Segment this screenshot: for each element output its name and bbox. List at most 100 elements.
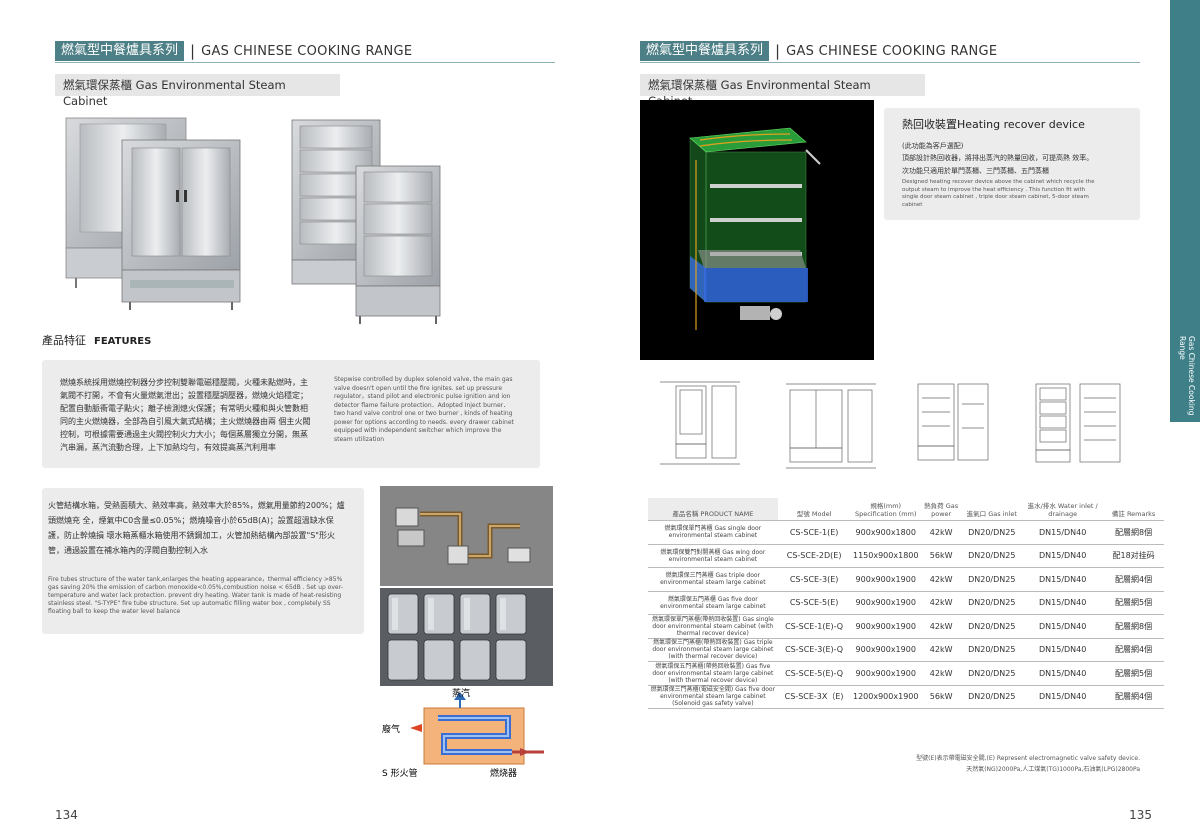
cell-spec: 1150x900x1800 bbox=[850, 543, 921, 568]
features-text-zh: 燃燒系統採用燃燒控制器分步控制雙聯電磁穩壓閥，火種未點燃時，主氣閥不打開，不會有… bbox=[60, 378, 311, 452]
cell-spec: 900x900x1900 bbox=[850, 661, 921, 685]
header-product-name: 產品名稱 PRODUCT NAME bbox=[648, 498, 778, 521]
series-separator: | bbox=[775, 42, 781, 60]
burner-assembly-photo bbox=[380, 486, 553, 586]
spec-table: 產品名稱 PRODUCT NAME 型號 Model 規格(mm) Specif… bbox=[648, 498, 1164, 709]
cell-product-name: 燃氣環保單門蒸櫃 Gas single door environmental s… bbox=[648, 520, 778, 544]
diagram-label-burner: 燃烧器 bbox=[490, 769, 518, 779]
table-row: 燃氣環保三門蒸櫃 Gas triple door environmental s… bbox=[648, 567, 1164, 591]
series-title-zh: 燃氣型中餐爐具系列 bbox=[640, 41, 770, 61]
series-separator: | bbox=[190, 42, 196, 60]
table-row: 燃氣環保五門蒸櫃(帶熱回收裝置) Gas five door environme… bbox=[648, 661, 1164, 685]
cell-spec: 900x900x1900 bbox=[850, 590, 921, 615]
table-row: 燃氣環保單門蒸櫃(帶熱回收裝置) Gas single door environ… bbox=[648, 614, 1164, 638]
left-page: 燃氣型中餐爐具系列 | GAS CHINESE COOKING RANGE 燃氣… bbox=[42, 40, 555, 822]
features-heading-zh: 產品特征 bbox=[42, 334, 86, 347]
cell-product-name: 燃氣環保三門蒸櫃 Gas triple door environmental s… bbox=[648, 567, 778, 591]
cell-product-name: 燃氣環保單門蒸櫃(帶熱回收裝置) Gas single door environ… bbox=[648, 614, 778, 638]
table-row: 燃氣環保五門蒸櫃 Gas five door environmental ste… bbox=[648, 590, 1164, 615]
cell-remark: 配18对挂码 bbox=[1103, 543, 1164, 568]
diagram-label-s-tube: S 形火管 bbox=[382, 769, 418, 779]
fire-tube-panel: 火管結構水箱，受熱面積大、熱效率高，熱效率大於85%，燃氣用量節約200%；爐頭… bbox=[42, 488, 364, 634]
cell-power: 42kW bbox=[920, 590, 962, 615]
cell-model: CS-SCE-5(E)-Q bbox=[777, 661, 851, 685]
cell-power: 56kW bbox=[920, 684, 962, 709]
cell-remark: 配層網4個 bbox=[1103, 567, 1164, 591]
features-panel: 燃燒系統採用燃燒控制器分步控制雙聯電磁穩壓閥，火種未點燃時，主氣閥不打開，不會有… bbox=[42, 360, 540, 468]
cell-product-name: 燃氣環保雙門對開蒸櫃 Gas wing door environmental s… bbox=[648, 543, 778, 568]
gas-pressure-note: 天然氣(NG)2000Pa,人工煤氣(TG)1000Pa,石油氣(LPG)280… bbox=[966, 766, 1140, 773]
diagram-label-exhaust: 廢气 bbox=[382, 725, 401, 735]
heat-recovery-desc-zh: 頂部設計熱回收器，將排出蒸汽的熱量回收，可提高熱 效率。 bbox=[902, 154, 1094, 162]
cell-water: DN15/DN40 bbox=[1022, 590, 1104, 615]
heat-recovery-scope-zh: 次功能只適用於單門蒸櫃、三門蒸櫃、五門蒸櫃 bbox=[902, 167, 1049, 175]
table-row: 燃氣環保單門蒸櫃 Gas single door environmental s… bbox=[648, 520, 1164, 544]
cell-power: 42kW bbox=[920, 661, 962, 685]
heat-recovery-title: 熱回收裝置Heating recover device bbox=[902, 118, 1085, 131]
steam-cabinets-photo bbox=[65, 117, 441, 324]
cell-product-name: 燃氣環保五門蒸櫃 Gas five door environmental ste… bbox=[648, 590, 778, 615]
cell-inlet: DN20/DN25 bbox=[961, 520, 1023, 544]
header-water: 進水/排水 Water inlet / drainage bbox=[1027, 502, 1098, 518]
cell-spec: 900x900x1900 bbox=[850, 614, 921, 638]
header-specification: 規格(mm) Specification (mm) bbox=[854, 502, 917, 518]
heat-recovery-panel: 熱回收裝置Heating recover device (此功能為客戶選配) 頂… bbox=[884, 108, 1140, 220]
cell-spec: 1200x900x1900 bbox=[850, 684, 921, 709]
cell-inlet: DN20/DN25 bbox=[961, 661, 1023, 685]
fire-tubes-photo bbox=[380, 588, 553, 686]
cell-remark: 配層網5個 bbox=[1103, 661, 1164, 685]
cell-product-name: 燃氣環保五門蒸櫃(帶熱回收裝置) Gas five door environme… bbox=[648, 661, 778, 685]
page-number-right: 135 bbox=[1129, 808, 1152, 822]
series-divider bbox=[640, 62, 1140, 63]
table-row: 燃氣環保三門蒸櫃(帶熱回收裝置) Gas triple door environ… bbox=[648, 637, 1164, 662]
cell-water: DN15/DN40 bbox=[1022, 567, 1104, 591]
cell-inlet: DN20/DN25 bbox=[961, 684, 1023, 709]
cell-power: 42kW bbox=[920, 567, 962, 591]
cell-water: DN15/DN40 bbox=[1022, 520, 1104, 544]
heat-recovery-render bbox=[640, 100, 874, 360]
header-gas-inlet: 進氣口 Gas inlet bbox=[966, 510, 1017, 518]
cell-product-name: 燃氣環保三門蒸櫃(電磁安全閥) Gas five door environmen… bbox=[648, 684, 778, 709]
features-heading-en: FEATURES bbox=[94, 336, 152, 347]
cell-spec: 900x900x1900 bbox=[850, 567, 921, 591]
cell-spec: 900x900x1800 bbox=[850, 520, 921, 544]
cell-remark: 配層網5個 bbox=[1103, 590, 1164, 615]
cell-model: CS-SCE-2D(E) bbox=[777, 543, 851, 568]
series-title-zh: 燃氣型中餐爐具系列 bbox=[55, 41, 185, 61]
page-number-left: 134 bbox=[55, 808, 78, 822]
product-subtitle: 燃氣環保蒸櫃 Gas Environmental Steam Cabinet bbox=[640, 74, 925, 108]
table-row: 燃氣環保雙門對開蒸櫃 Gas wing door environmental s… bbox=[648, 543, 1164, 568]
model-note: 型號(E)表示帶電磁安全閥,(E) Represent electromagne… bbox=[916, 755, 1140, 762]
heat-recovery-desc-en: Designed heating recover device above th… bbox=[902, 179, 1095, 208]
cell-inlet: DN20/DN25 bbox=[961, 567, 1023, 591]
cell-water: DN15/DN40 bbox=[1022, 684, 1104, 709]
side-tab-label: Gas Chinese Cooking Range bbox=[1178, 336, 1196, 416]
heat-recovery-note: (此功能為客戶選配) bbox=[902, 142, 964, 150]
series-divider bbox=[55, 62, 555, 63]
cell-remark: 配層網4個 bbox=[1103, 684, 1164, 709]
header-remarks: 備註 Remarks bbox=[1111, 510, 1156, 518]
cell-inlet: DN20/DN25 bbox=[961, 543, 1023, 568]
cell-model: CS-SCE-1(E)-Q bbox=[777, 614, 851, 638]
cell-model: CS-SCE-3(E)-Q bbox=[777, 637, 851, 662]
cell-water: DN15/DN40 bbox=[1022, 661, 1104, 685]
s-tube-diagram: 蒸汽 廢气 S 形火管 燃烧器 bbox=[380, 686, 553, 781]
features-text-en: Stepwise controlled by duplex solenoid v… bbox=[334, 376, 514, 443]
header-model: 型號 Model bbox=[796, 510, 832, 518]
cell-remark: 配層網8個 bbox=[1103, 614, 1164, 638]
cell-spec: 900x900x1900 bbox=[850, 637, 921, 662]
series-title-en: GAS CHINESE COOKING RANGE bbox=[786, 43, 998, 59]
cell-model: CS-SCE-3(E) bbox=[777, 567, 851, 591]
cell-model: CS-SCE-3X（E) bbox=[777, 684, 851, 709]
series-header: 燃氣型中餐爐具系列 | GAS CHINESE COOKING RANGE bbox=[55, 40, 412, 62]
fire-tube-text-en: Fire tubes structure of the water tank,e… bbox=[48, 576, 343, 615]
cell-water: DN15/DN40 bbox=[1022, 637, 1104, 662]
cell-model: CS-SCE-1(E) bbox=[777, 520, 851, 544]
series-header: 燃氣型中餐爐具系列 | GAS CHINESE COOKING RANGE bbox=[640, 40, 997, 62]
cell-power: 42kW bbox=[920, 614, 962, 638]
technical-drawings bbox=[660, 381, 1121, 469]
table-row: 燃氣環保三門蒸櫃(電磁安全閥) Gas five door environmen… bbox=[648, 684, 1164, 709]
cell-remark: 配層網4個 bbox=[1103, 637, 1164, 662]
right-page: 燃氣型中餐爐具系列 | GAS CHINESE COOKING RANGE 燃氣… bbox=[600, 0, 1200, 837]
series-title-en: GAS CHINESE COOKING RANGE bbox=[201, 43, 413, 59]
